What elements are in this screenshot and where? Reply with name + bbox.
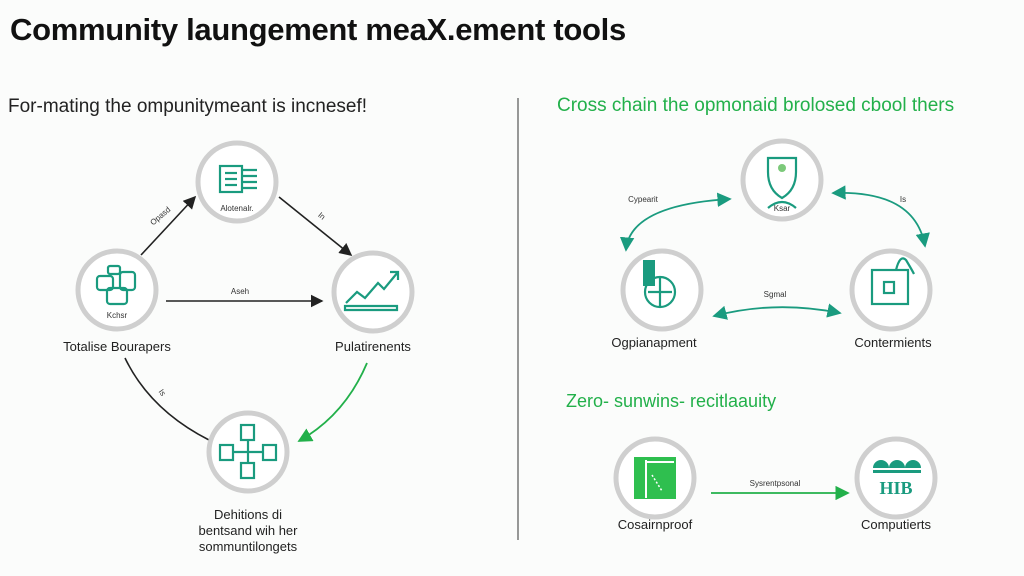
shield-icon bbox=[766, 156, 798, 209]
growth-chart-icon bbox=[343, 270, 400, 312]
node-label-line: bentsand wih her bbox=[198, 523, 298, 538]
node-cosairnproof: Cosairnproof bbox=[613, 436, 697, 532]
node-label: Computierts bbox=[861, 517, 932, 532]
edge-label: Opasd bbox=[148, 205, 172, 227]
node-label: Totalise Bourapers bbox=[63, 339, 171, 354]
node-label-line: Dehitions di bbox=[214, 507, 282, 522]
hib-logo-icon: HIB bbox=[873, 460, 921, 498]
zero-subtitle: Zero- sunwins- recitlaauity bbox=[566, 391, 777, 411]
edge-label: Is bbox=[157, 387, 168, 397]
node-label-line: sommuntilongets bbox=[199, 539, 298, 554]
devices-network-icon bbox=[218, 423, 278, 480]
edge-left-bottom bbox=[124, 357, 210, 441]
edge-label: Cypearit bbox=[628, 195, 659, 204]
node-inner-label: Kchsr bbox=[107, 311, 128, 320]
edge-left-top bbox=[619, 192, 732, 252]
edge-top-right bbox=[831, 185, 930, 248]
network-icon bbox=[95, 264, 137, 306]
node-label: Ogpianapment bbox=[611, 335, 697, 350]
node-definitions: Dehitions di bentsand wih her sommuntilo… bbox=[198, 410, 298, 554]
node-document: Alotenalr. bbox=[195, 140, 279, 224]
node-label: Contermients bbox=[854, 335, 932, 350]
node-ksar: Ksar bbox=[740, 138, 824, 222]
left-subtitle: For-mating the ompunitymeant is incnesef… bbox=[8, 96, 368, 117]
edge-label: Aseh bbox=[231, 287, 249, 296]
page-title: Community laungement meaX.ement tools bbox=[10, 12, 626, 47]
frame-icon bbox=[870, 257, 915, 306]
svg-text:HIB: HIB bbox=[879, 478, 912, 498]
edge-label: Is bbox=[900, 195, 906, 204]
node-ogpianapment: Ogpianapment bbox=[611, 248, 704, 350]
node-label: Pulatirenents bbox=[335, 339, 411, 354]
right-subtitle: Cross chain the opmonaid brolosed cbool … bbox=[557, 95, 955, 116]
edge-label: In bbox=[316, 210, 327, 221]
node-label: Alotenalr. bbox=[220, 204, 253, 213]
edge-top-right bbox=[278, 196, 353, 257]
edge-right-bottom bbox=[297, 362, 368, 442]
node-label: Ksar bbox=[774, 204, 791, 213]
edge-label: Sysrentpsonal bbox=[750, 479, 801, 488]
globe-icon bbox=[643, 260, 677, 309]
edge-label: Sgmal bbox=[764, 290, 787, 299]
node-pulatirenents: Pulatirenents bbox=[331, 250, 415, 354]
node-computierts: HIB Computierts bbox=[854, 436, 938, 532]
document-icon bbox=[218, 164, 257, 194]
edge-left-top bbox=[140, 195, 197, 256]
node-contermients: Contermients bbox=[849, 248, 933, 350]
green-panel-icon bbox=[634, 457, 676, 499]
node-totalise: Kchsr Totalise Bourapers bbox=[63, 248, 171, 354]
node-label: Cosairnproof bbox=[618, 517, 693, 532]
edge-left-right bbox=[712, 303, 842, 320]
